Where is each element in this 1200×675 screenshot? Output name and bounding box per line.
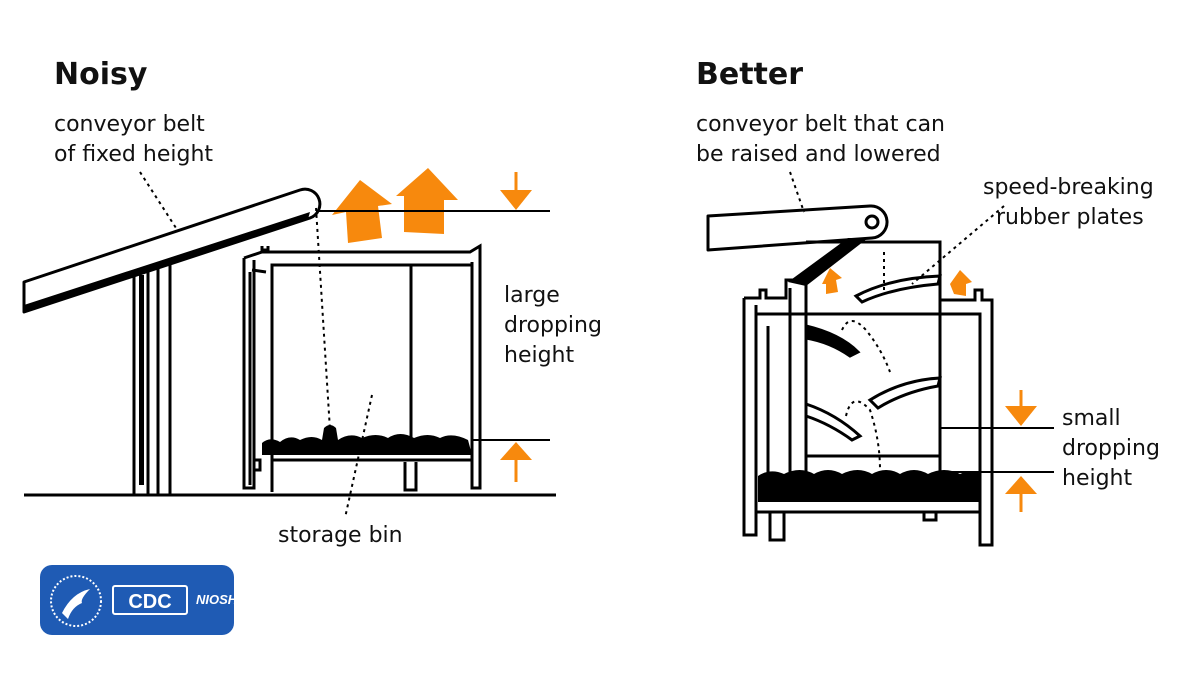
niosh-logo-text: NIOSH (196, 592, 238, 607)
adjustable-conveyor-label-line2: be raised and lowered (696, 142, 941, 167)
small-drop-label-line3: height (1062, 466, 1133, 491)
better-heading: Better (696, 57, 804, 92)
leader-conveyor-better (789, 171, 805, 213)
leader-storage-bin (344, 394, 373, 519)
drop-path-noisy (315, 207, 331, 431)
large-drop-label-line1: large (504, 283, 560, 308)
noise-arrows-large (332, 168, 458, 243)
leader-rubber-plates (911, 205, 1005, 285)
conveyor-support (132, 248, 172, 497)
large-drop-label-line2: dropping (504, 313, 602, 338)
leader-conveyor-noisy (139, 171, 177, 229)
adjustable-conveyor-label-line1: conveyor belt that can (696, 112, 945, 137)
small-dropping-height-marker (940, 390, 1054, 512)
rubber-plates-label-line2: rubber plates (996, 205, 1144, 230)
storage-bin-label: storage bin (278, 523, 403, 548)
drop-path-better (841, 252, 891, 471)
cdc-logo-text: CDC (112, 585, 188, 615)
fixed-conveyor-belt (22, 187, 322, 314)
storage-bin-noisy (242, 243, 482, 492)
adjustable-conveyor-belt (706, 204, 889, 286)
small-drop-label-line1: small (1062, 406, 1121, 431)
large-dropping-height-marker (316, 172, 550, 482)
large-drop-label-line3: height (504, 343, 575, 368)
rubber-plates-label-line1: speed-breaking (983, 175, 1154, 200)
noisy-heading: Noisy (54, 57, 148, 92)
storage-bin-better (742, 240, 994, 547)
fixed-conveyor-label-line2: of fixed height (54, 142, 214, 167)
fixed-conveyor-label-line1: conveyor belt (54, 112, 205, 137)
agency-logo: CDC NIOSH (40, 565, 238, 635)
small-drop-label-line2: dropping (1062, 436, 1160, 461)
material-pile-noisy (262, 425, 472, 455)
hhs-eagle-icon (50, 575, 102, 627)
material-pile-better (758, 470, 980, 502)
rubber-plates (804, 274, 942, 442)
noise-arrows-small (822, 268, 972, 296)
